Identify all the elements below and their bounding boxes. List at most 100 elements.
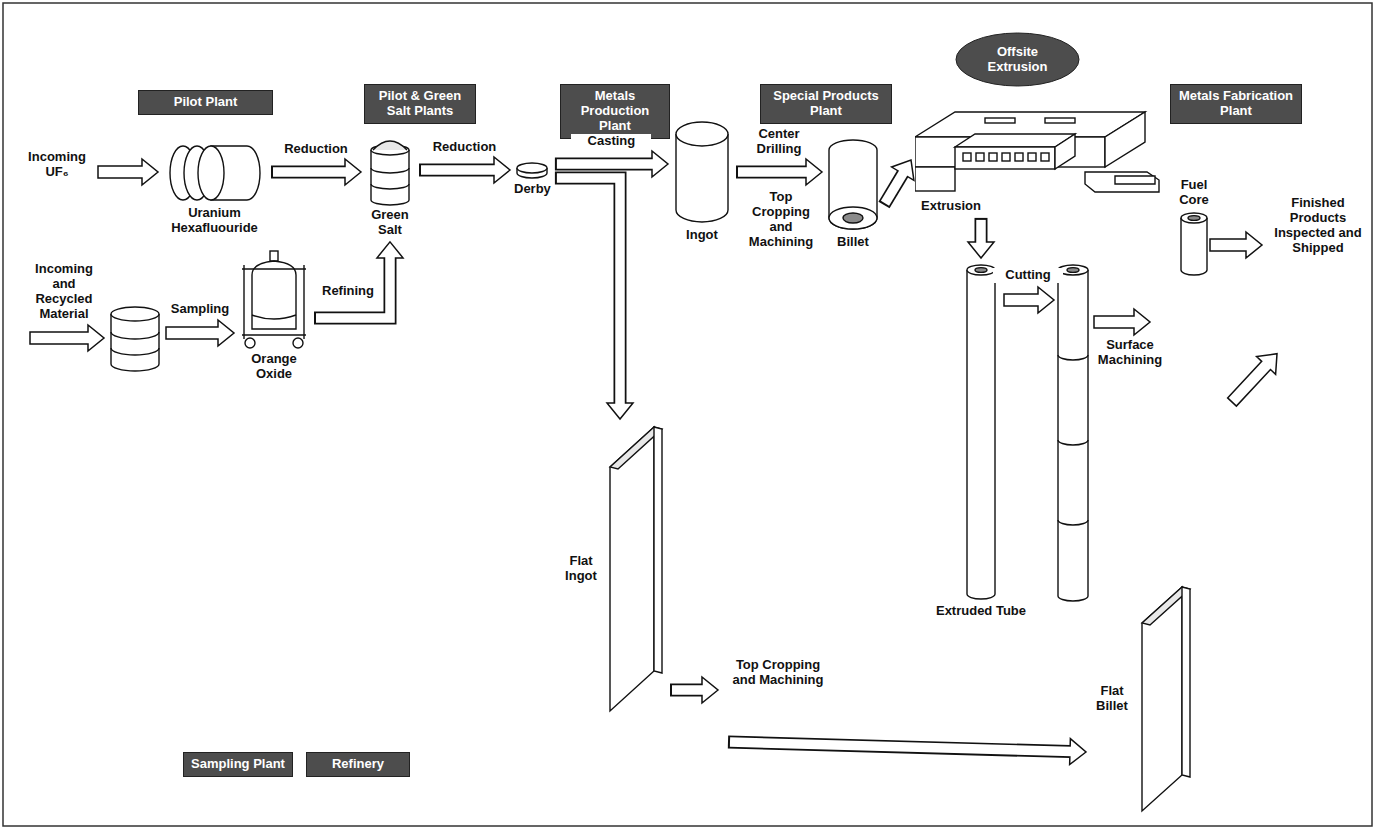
item-caption: Fuel Core (1172, 178, 1216, 208)
flow-arrow (271, 159, 361, 185)
flow-arrow (736, 159, 822, 185)
fuel-core: Fuel Core (1172, 178, 1216, 278)
item-caption: Extrusion (921, 199, 981, 214)
arrow-inner (738, 167, 808, 177)
arrow-inner (885, 172, 904, 203)
process-note: Cutting (993, 268, 1063, 283)
derby-disc-drawing (515, 160, 549, 180)
arrow-head (494, 157, 510, 183)
step-label: Reduction (276, 142, 356, 157)
step-label: Center Drilling (739, 127, 819, 157)
process-note: Sampling (160, 302, 240, 317)
plant-name: Pilot & Green Salt Plants (371, 89, 469, 119)
plant-name: Pilot Plant (145, 95, 266, 110)
flow-arrow (30, 325, 104, 351)
extruded-tube-drawing (965, 262, 997, 602)
site-oval: Offsite Extrusion (955, 32, 1080, 87)
arrow-inner (421, 165, 496, 175)
item-caption: Flat Billet (1090, 684, 1134, 714)
extrusion-press-drawing (915, 92, 1160, 197)
billet-cylinder-drawing (826, 138, 880, 233)
plant-name: Sampling Plant (190, 757, 286, 772)
flow-arrow (166, 320, 234, 346)
fuel-core-drawing (1179, 210, 1209, 278)
flat-ingot-art (608, 423, 666, 715)
process-note: Incoming and Recycled Material (27, 262, 102, 322)
arrow-inner (672, 685, 704, 695)
ingot-cylinder-art (672, 118, 732, 226)
arrow-shaft (314, 258, 390, 318)
billet-cylinder-art (826, 138, 880, 233)
arrow-inner (976, 220, 986, 244)
item-caption: Flat Ingot (560, 554, 602, 584)
plant-name: Offsite Extrusion (969, 45, 1066, 75)
orange-oxide-vessel: Orange Oxide (238, 245, 310, 382)
arrow-shaft (555, 178, 620, 403)
flat-ingot: Flat Ingot (560, 423, 666, 715)
derby-disc-art (515, 160, 549, 180)
flat-billet-art (1140, 583, 1192, 815)
flow-arrow (1210, 232, 1262, 258)
step-label: Casting (571, 134, 651, 149)
flat-ingot-drawing (608, 423, 666, 715)
plant-name: Metals Fabrication Plant (1177, 89, 1295, 119)
arrow-head (702, 677, 718, 703)
plant-label: Sampling Plant (183, 752, 293, 777)
process-note: Top Cropping and Machining (741, 190, 821, 250)
uf6-cylinders-drawing (167, 142, 262, 204)
uf6-cylinders: Uranium Hexafluouride (162, 142, 267, 236)
flow-arrow (1222, 345, 1286, 411)
plant-name: Refinery (313, 757, 403, 772)
arrow-head (968, 242, 994, 258)
orange-oxide-vessel-art (238, 245, 310, 350)
process-note: Incoming UF₆ (22, 150, 92, 180)
item-caption: Derby (514, 182, 551, 197)
step-label: Top Cropping and Machining (728, 658, 828, 688)
arrow-inner (557, 178, 620, 405)
green-salt-drum: Green Salt (365, 134, 415, 238)
item-caption: Green Salt (365, 208, 415, 238)
plant-label: Pilot Plant (138, 90, 273, 115)
flow-arrow (314, 242, 403, 318)
item-caption: Ingot (686, 228, 718, 243)
flow-arrow (1094, 309, 1150, 335)
step-label: Reduction (425, 140, 505, 155)
extrusion-press: Extrusion (915, 92, 1160, 214)
material-drum (111, 307, 159, 371)
item-caption: Billet (837, 235, 869, 250)
green-salt-drum-drawing (368, 134, 412, 206)
process-note: Finished Products Inspected and Shipped (1272, 196, 1364, 256)
plant-label: Metals Production Plant (560, 84, 670, 139)
flow-arrow (1004, 287, 1054, 313)
billet-cylinder: Billet (826, 138, 880, 250)
flow-arrow (884, 160, 914, 205)
extruded-tube: Extruded Tube (926, 262, 1036, 619)
item-caption: Uranium Hexafluouride (162, 206, 267, 236)
plant-name: Metals Production Plant (567, 89, 663, 134)
item-caption: Orange Oxide (244, 352, 304, 382)
flow-arrow (968, 218, 994, 258)
flow-arrow (555, 178, 633, 419)
arrow-head (377, 242, 403, 258)
uf6-cylinders-art (167, 142, 262, 204)
orange-oxide-vessel-drawing (238, 245, 310, 350)
ingot-cylinder: Ingot (672, 118, 732, 243)
arrow-head (806, 159, 822, 185)
fuel-core-art (1179, 210, 1209, 278)
green-salt-drum-art (368, 134, 412, 206)
ingot-cylinder-drawing (672, 118, 732, 226)
arrow-head (652, 151, 668, 177)
flow-arrow (419, 157, 510, 183)
plant-label: Metals Fabrication Plant (1170, 84, 1302, 124)
arrow-inner (273, 167, 347, 177)
arrow-inner (730, 742, 1072, 752)
arrow-head (607, 403, 633, 419)
extrusion-press-art (915, 92, 1160, 197)
flow-arrow (98, 159, 158, 185)
flat-billet-drawing (1140, 583, 1192, 815)
arrow-inner (557, 159, 654, 169)
arrow-head (345, 159, 361, 185)
flat-billet: Flat Billet (1090, 583, 1192, 815)
frame (3, 3, 1372, 826)
derby-disc: Derby (514, 160, 551, 197)
